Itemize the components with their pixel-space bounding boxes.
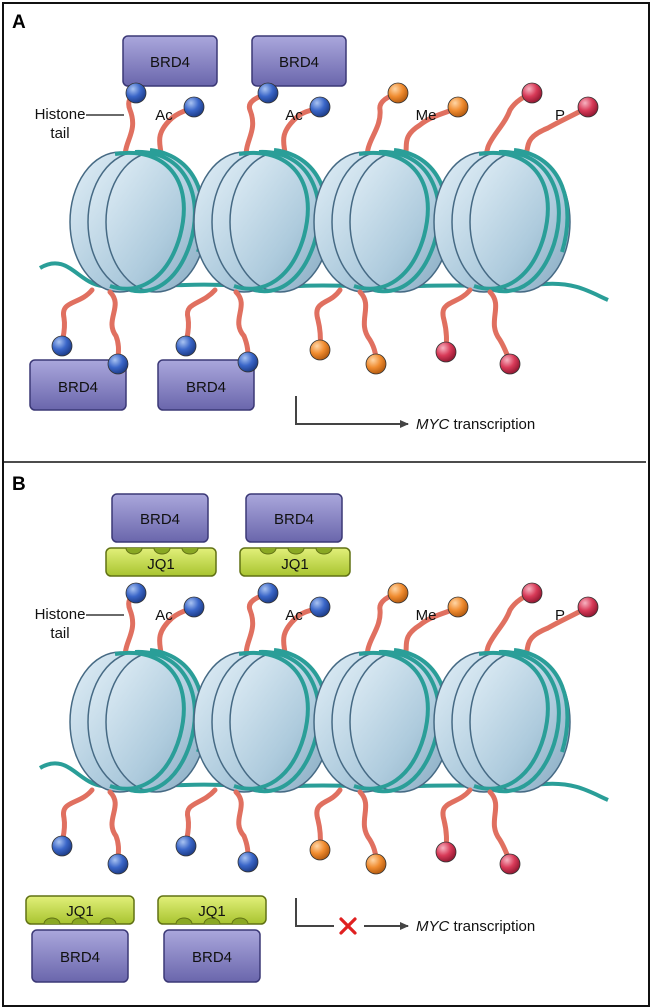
mod-balls-top-b [125,582,599,618]
brd4-top-a-2: BRD4 [251,35,347,87]
acetyl-ball [309,96,331,118]
svg-text:JQ1: JQ1 [66,903,94,920]
phospho-ball [499,353,521,375]
methyl-ball [365,853,387,875]
svg-text:BRD4: BRD4 [58,379,98,396]
nucleosome-a-4 [433,148,571,294]
phospho-ball [577,596,599,618]
acetyl-ball [175,335,197,357]
svg-text:JQ1: JQ1 [281,556,309,573]
nucleosome-b-1 [69,648,207,794]
mod-label-me: Me [416,107,437,124]
mod-balls-bottom-b [51,835,521,875]
svg-text:BRD4: BRD4 [192,949,232,966]
svg-text:BRD4: BRD4 [186,379,226,396]
svg-text:tail: tail [50,625,69,642]
mod-label-p-b: P [555,607,565,624]
svg-text:BRD4: BRD4 [150,54,190,71]
phospho-ball [435,841,457,863]
svg-text:JQ1: JQ1 [147,556,175,573]
phospho-ball [521,82,543,104]
transcription-arrow-b: MYC transcription [295,898,535,936]
histone-label-b: Histone tail [35,606,124,642]
nucleosome-a-1 [69,148,207,294]
svg-text:tail: tail [50,125,69,142]
phospho-ball [577,96,599,118]
histone-label-a: Histone tail [35,106,124,142]
acetyl-ball [107,353,129,375]
acetyl-ball [125,582,147,604]
acetyl-ball [257,82,279,104]
panel-letter-a: A [12,12,26,33]
methyl-ball [365,353,387,375]
methyl-ball [387,82,409,104]
panel-letter-b: B [12,474,26,495]
mod-label-ac-1: Ac [155,107,173,124]
phospho-ball [521,582,543,604]
nucleosome-a-2 [193,148,331,294]
brd4-jq1-bottom-b-1: JQ1 BRD4 [25,895,135,983]
acetyl-ball [183,96,205,118]
panel-b: B Histone tail [12,474,609,983]
acetyl-ball [183,596,205,618]
phospho-ball [499,853,521,875]
acetyl-ball [237,851,259,873]
mod-balls-top-a [125,82,599,118]
acetyl-ball [237,351,259,373]
svg-text:BRD4: BRD4 [279,54,319,71]
acetyl-ball [175,835,197,857]
nucleosome-b-2 [193,648,331,794]
acetyl-ball [257,582,279,604]
panel-a: A Histone tail [12,12,609,433]
acetyl-ball [125,82,147,104]
nucleosome-b-3 [313,648,451,794]
brd4-jq1-top-b-1: BRD4 JQ1 [105,493,217,577]
mod-label-ac-1-b: Ac [155,607,173,624]
mod-label-ac-2-b: Ac [285,607,303,624]
svg-text:BRD4: BRD4 [274,511,314,528]
transcription-label-b: MYC transcription [416,918,535,935]
mod-label-p: P [555,107,565,124]
brd4-bottom-a-1: BRD4 [29,359,127,411]
brd4-jq1-bottom-b-2: JQ1 BRD4 [157,895,267,983]
svg-text:Histone: Histone [35,106,86,123]
methyl-ball [447,96,469,118]
acetyl-ball [309,596,331,618]
mod-label-ac-2: Ac [285,107,303,124]
acetyl-ball [51,335,73,357]
mod-label-me-b: Me [416,607,437,624]
acetyl-ball [107,853,129,875]
svg-text:JQ1: JQ1 [198,903,226,920]
transcription-label-a: MYC transcription [416,416,535,433]
mod-balls-bottom-a [51,335,521,375]
methyl-ball [447,596,469,618]
methyl-ball [387,582,409,604]
svg-text:BRD4: BRD4 [140,511,180,528]
transcription-arrow-a: MYC transcription [295,396,535,433]
svg-text:Histone: Histone [35,606,86,623]
brd4-bottom-a-2: BRD4 [157,359,255,411]
nucleosome-a-3 [313,148,451,294]
methyl-ball [309,339,331,361]
svg-text:BRD4: BRD4 [60,949,100,966]
methyl-ball [309,839,331,861]
brd4-top-a-1: BRD4 [122,35,218,87]
acetyl-ball [51,835,73,857]
brd4-jq1-top-b-2: BRD4 JQ1 [239,493,351,577]
phospho-ball [435,341,457,363]
inhibit-x-icon [339,917,357,935]
nucleosome-b-4 [433,648,571,794]
